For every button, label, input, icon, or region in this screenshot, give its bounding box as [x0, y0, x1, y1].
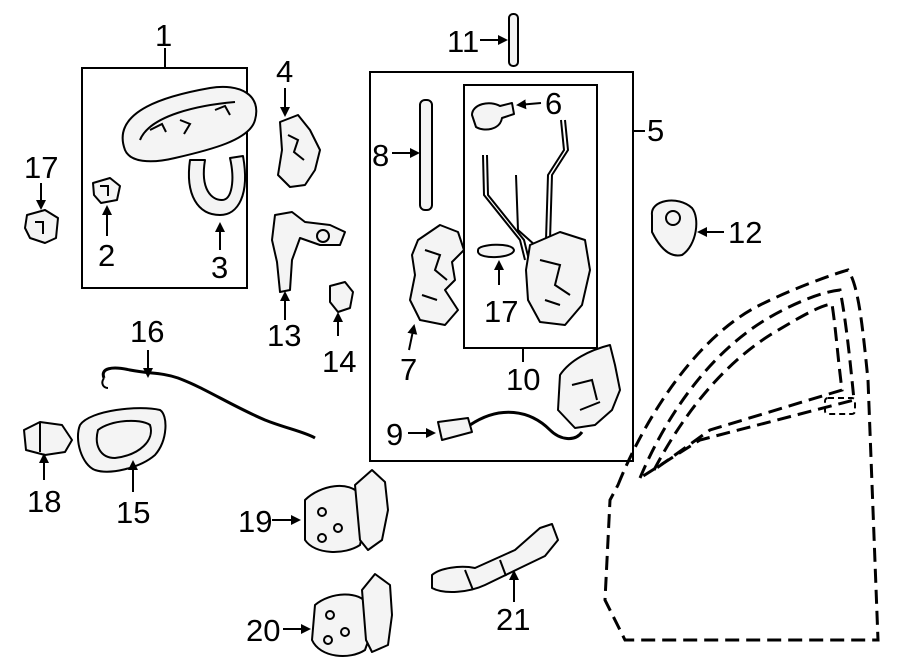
callout-13: 13: [267, 318, 301, 353]
callout-16: 16: [130, 314, 164, 349]
hinge-20: [311, 573, 393, 657]
callout-7: 7: [400, 352, 417, 387]
hinge-19: [304, 469, 389, 553]
callout-8: 8: [372, 138, 389, 173]
clip-18: [23, 421, 73, 456]
callout-19: 19: [238, 504, 272, 539]
rod-8: [419, 99, 433, 211]
striker-12: [651, 199, 698, 257]
callout-20: 20: [246, 613, 280, 648]
lock-rod-13: [271, 211, 346, 293]
callout-10: 10: [506, 362, 540, 397]
handle-clip: [92, 177, 121, 204]
door-outline: [603, 268, 880, 642]
lock-bracket-7: [409, 224, 465, 326]
group-box-actuator: [463, 84, 598, 349]
callout-5: 5: [647, 113, 664, 148]
callout-17-left: 17: [24, 150, 58, 185]
inner-handle-15: [76, 407, 167, 473]
callout-6: 6: [545, 86, 562, 121]
lock-knob-11: [508, 13, 519, 67]
callout-1: 1: [155, 18, 172, 53]
group-box-lock: [369, 71, 634, 462]
clip-14: [329, 281, 354, 313]
lock-bolt-6: [471, 102, 515, 131]
callout-15: 15: [116, 495, 150, 530]
callout-12: 12: [728, 215, 762, 250]
door-checker-21: [431, 523, 559, 593]
callout-14: 14: [322, 344, 356, 379]
callout-17-inner: 17: [484, 294, 518, 329]
callout-3: 3: [211, 250, 228, 285]
clip-17-left: [24, 209, 59, 244]
outer-handle: [121, 86, 258, 163]
handle-bracket: [277, 114, 321, 188]
callout-21: 21: [496, 602, 530, 637]
rod-16: [101, 366, 316, 440]
callout-2: 2: [98, 238, 115, 273]
handle-spring: [188, 155, 246, 216]
callout-9: 9: [386, 417, 403, 452]
clip-17-inner: [477, 243, 515, 258]
callout-4: 4: [276, 54, 293, 89]
callout-18: 18: [27, 484, 61, 519]
latch-cable-9: [437, 344, 621, 441]
callout-11: 11: [447, 24, 479, 59]
actuator-10: [482, 119, 591, 326]
